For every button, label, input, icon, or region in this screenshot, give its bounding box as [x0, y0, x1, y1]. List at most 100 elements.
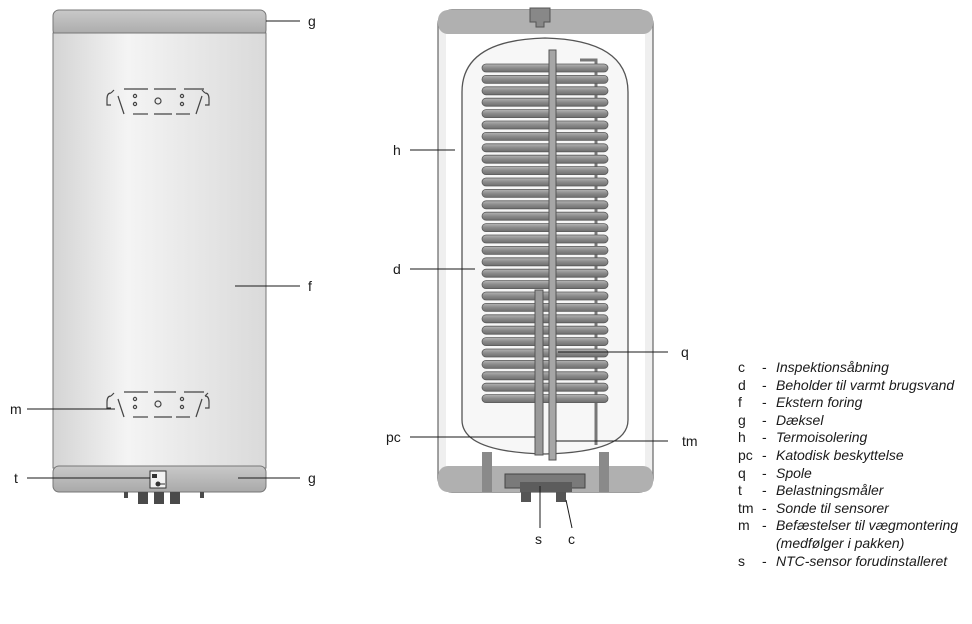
legend-text: Sonde til sensorer: [776, 499, 889, 516]
legend-dash: -: [762, 446, 767, 463]
load-gauge: [149, 470, 167, 489]
legend-code: q: [738, 464, 746, 481]
callout-g-bottom: g: [308, 470, 316, 486]
legend-code: f: [738, 394, 742, 411]
legend-dash: -: [762, 464, 767, 481]
legend-dash: -: [762, 411, 767, 428]
legend-row: tm-Sonde til sensorer: [738, 500, 972, 518]
legend-code: c: [738, 359, 745, 375]
coil-turn: [481, 131, 609, 141]
callout-q: q: [681, 344, 689, 360]
legend-row: pc-Katodisk beskyttelse: [738, 447, 972, 465]
coil-turn: [481, 257, 609, 267]
legend-text: Belastningsmåler: [776, 482, 884, 499]
legend-text: Befæstelser til vægmontering: [776, 517, 959, 534]
coil-turn: [481, 177, 609, 187]
coil-turn: [481, 63, 609, 73]
coil-turn: [481, 359, 609, 369]
callout-t: t: [14, 470, 18, 486]
coil-turn: [481, 234, 609, 244]
coil-turn: [481, 245, 609, 255]
legend-row: d-Beholder til varmt brugsvand: [738, 377, 972, 395]
callout-s: s: [535, 531, 542, 547]
callout-m: m: [10, 401, 22, 417]
legend-text: Katodisk beskyttelse: [776, 446, 904, 463]
coil-turn: [481, 75, 609, 84]
coil-turn: [481, 109, 609, 118]
legend-dash: -: [762, 552, 767, 569]
coil-turn: [481, 394, 609, 404]
legend-row: g-Dæksel: [738, 412, 972, 430]
legend-dash: -: [762, 376, 767, 393]
cathodic-anode: [534, 289, 544, 456]
legend-row: f -Ekstern foring: [738, 394, 972, 412]
cutaway-fitting-right: [556, 492, 566, 502]
callout-tm: tm: [682, 433, 698, 449]
coil-turn: [481, 382, 609, 392]
legend-row-continuation: (medfølger i pakken): [738, 535, 972, 553]
callout-h: h: [393, 142, 401, 158]
legend-text: NTC-sensor forudinstalleret: [776, 552, 948, 569]
top-cap: [52, 9, 267, 37]
legend-text: Spole: [776, 464, 812, 481]
coil-turn: [481, 337, 609, 347]
legend-code: pc: [738, 446, 753, 463]
legend-row: t -Belastningsmåler: [738, 482, 972, 500]
legend-text: Ekstern foring: [776, 394, 863, 411]
legend-row: s-NTC-sensor forudinstalleret: [738, 553, 972, 571]
legend-dash: -: [762, 359, 767, 375]
coil-turn: [481, 371, 609, 381]
cutaway-fitting-left: [521, 492, 531, 502]
legend-code: tm: [738, 499, 754, 516]
legend-text: Beholder til varmt brugsvand: [776, 376, 955, 393]
coil-turn: [481, 97, 609, 107]
callout-c: c: [568, 531, 575, 547]
right-foot: [599, 452, 609, 492]
coil-turn: [481, 268, 609, 278]
callout-g-top: g: [308, 13, 316, 29]
upper-wall-bracket: [106, 88, 210, 115]
legend-dash: -: [762, 499, 767, 516]
bottom-fittings: [124, 492, 204, 504]
legend-row: q-Spole: [738, 465, 972, 483]
coil-turn: [481, 314, 609, 324]
coil-turn: [481, 325, 609, 335]
legend-text-continuation: (medfølger i pakken): [776, 534, 905, 551]
legend-dash: -: [762, 429, 767, 446]
outer-jacket: [52, 32, 267, 469]
legend-dash: -: [762, 394, 767, 411]
external-view: [52, 9, 267, 504]
legend-row: h-Termoisolering: [738, 429, 972, 447]
coil-turn: [481, 143, 609, 153]
coil-turn: [481, 188, 609, 198]
legend-row: m-Befæstelser til vægmontering: [738, 517, 972, 535]
coil-turn: [481, 280, 609, 290]
legend-code: m: [738, 517, 750, 534]
top-connector: [529, 7, 551, 28]
lower-wall-bracket: [106, 391, 210, 418]
legend-text: Dæksel: [776, 411, 824, 428]
coil-turn: [481, 86, 609, 96]
sensor-probe: [548, 49, 557, 461]
coil-turn: [481, 154, 609, 164]
coil-turn: [481, 302, 609, 312]
legend-dash: -: [762, 482, 767, 499]
coil-turn: [481, 120, 609, 130]
legend-code: s: [738, 552, 745, 569]
inspection-plate: [520, 482, 572, 492]
callout-f: f: [308, 278, 312, 294]
coil-turn: [481, 291, 609, 301]
legend-code: t: [738, 482, 742, 499]
coil: [481, 63, 609, 404]
legend-code: h: [738, 429, 746, 446]
callout-pc: pc: [386, 429, 401, 445]
callout-d: d: [393, 261, 401, 277]
legend-row: c-Inspektionsåbning: [738, 359, 972, 377]
coil-turn: [481, 166, 609, 176]
legend-dash: -: [762, 517, 767, 534]
left-foot: [482, 452, 492, 492]
coil-turn: [481, 211, 609, 221]
cutaway-view: [437, 7, 654, 502]
